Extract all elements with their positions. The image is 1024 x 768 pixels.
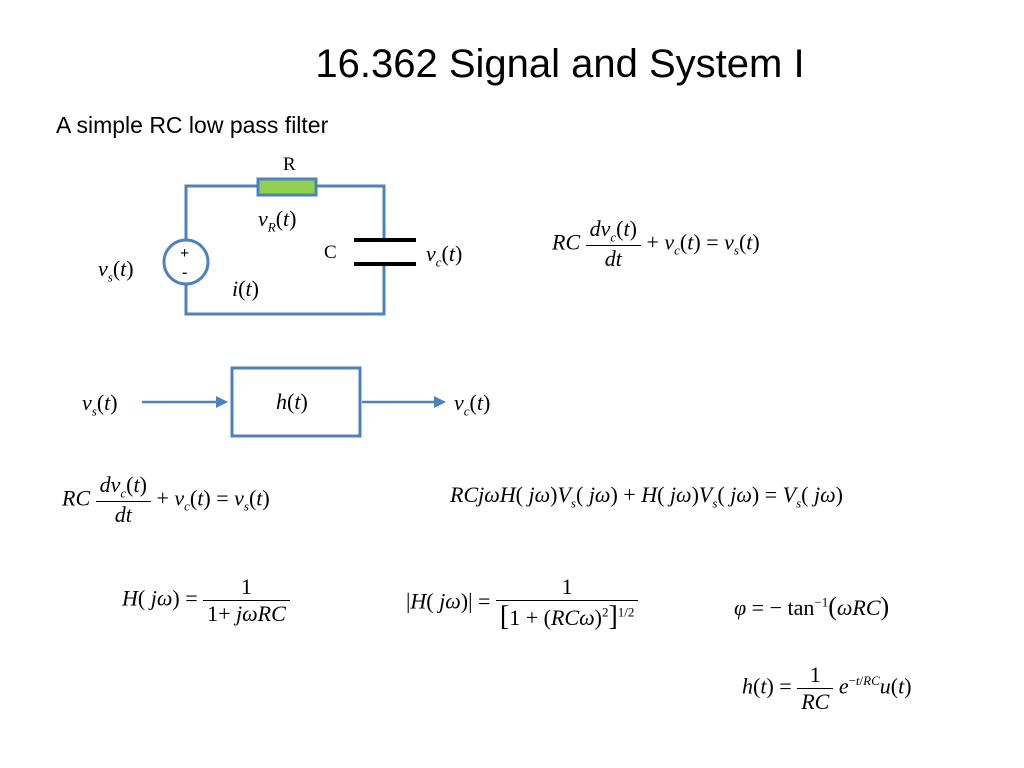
fourier-equation: RCjωH( jω)Vs( jω) + H( jω)Vs( jω) = Vs( … [450, 482, 843, 511]
ode-equation-left: RC dvc(t)dt + vc(t) = vs(t) [62, 472, 270, 528]
capacitor-label: C [324, 242, 337, 263]
current-label: i(t) [232, 276, 259, 301]
resistor-label: R [283, 154, 296, 175]
source-minus-sign: - [182, 264, 187, 281]
phase-equation: φ = − tan−1(ωRC) [734, 592, 890, 621]
capacitor-voltage-label: vc(t) [426, 241, 463, 270]
circuit-wires [184, 184, 386, 316]
slide-title: 16.362 Signal and System I [315, 42, 805, 86]
source-plus-sign: + [180, 245, 189, 262]
source-voltage-label: vs(t) [98, 256, 134, 285]
capacitor [354, 238, 416, 266]
block-output-label: vc(t) [454, 390, 491, 419]
magnitude-equation: |H( jω)| = 1[1 + (RCω)2]1/2 [406, 574, 639, 633]
resistor-voltage-label: vR(t) [258, 206, 297, 235]
system-block [230, 366, 362, 438]
block-impulse-label: h(t) [276, 389, 308, 414]
block-input-label: vs(t) [82, 390, 118, 419]
voltage-source [162, 238, 210, 286]
resistor [256, 177, 318, 197]
slide-subtitle: A simple RC low pass filter [56, 112, 329, 138]
output-arrow [362, 396, 446, 408]
ode-equation-top: RC dvc(t)dt + vc(t) = vs(t) [552, 216, 760, 272]
input-arrow [142, 396, 228, 408]
